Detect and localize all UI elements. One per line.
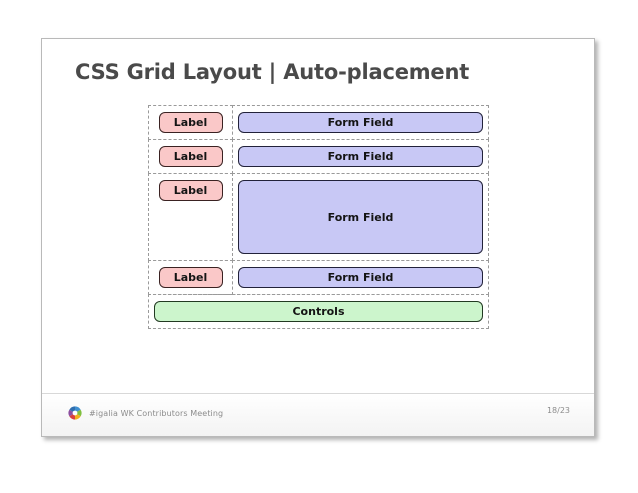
igalia-logo-icon: [68, 406, 82, 420]
slide-page-number: 18/23: [546, 406, 570, 415]
label-box: Label: [158, 112, 223, 133]
grid-cell-r1c1: Label: [148, 105, 233, 140]
grid-cell-r2c1: Label: [148, 139, 233, 174]
grid-cell-r1c2: Form Field: [232, 105, 489, 140]
footer-text: #igalia WK Contributors Meeting: [89, 408, 224, 418]
grid-cell-r4c1: Label: [148, 260, 233, 295]
form-field-box: Form Field: [238, 267, 483, 288]
label-box: Label: [158, 267, 223, 288]
form-field-box: Form Field: [238, 112, 483, 133]
grid-cell-r5-span: Controls: [148, 294, 489, 329]
form-field-box: Form Field: [238, 146, 483, 167]
form-field-box-large: Form Field: [238, 180, 483, 254]
footer-left-group: #igalia WK Contributors Meeting: [68, 406, 223, 420]
css-grid-demo: Label Form Field Label Form Field Label …: [148, 105, 489, 329]
grid-cell-r3c2: Form Field: [232, 173, 489, 261]
slide-footer: #igalia WK Contributors Meeting 18/23: [42, 393, 594, 436]
grid-cell-r3c1: Label: [148, 173, 233, 261]
controls-box: Controls: [154, 301, 483, 322]
slide: CSS Grid Layout | Auto-placement Label F…: [41, 38, 595, 437]
grid-cell-r4c2: Form Field: [232, 260, 489, 295]
label-box: Label: [158, 146, 223, 167]
page-title: CSS Grid Layout | Auto-placement: [75, 60, 470, 84]
label-box: Label: [158, 180, 223, 201]
grid-cell-r2c2: Form Field: [232, 139, 489, 174]
